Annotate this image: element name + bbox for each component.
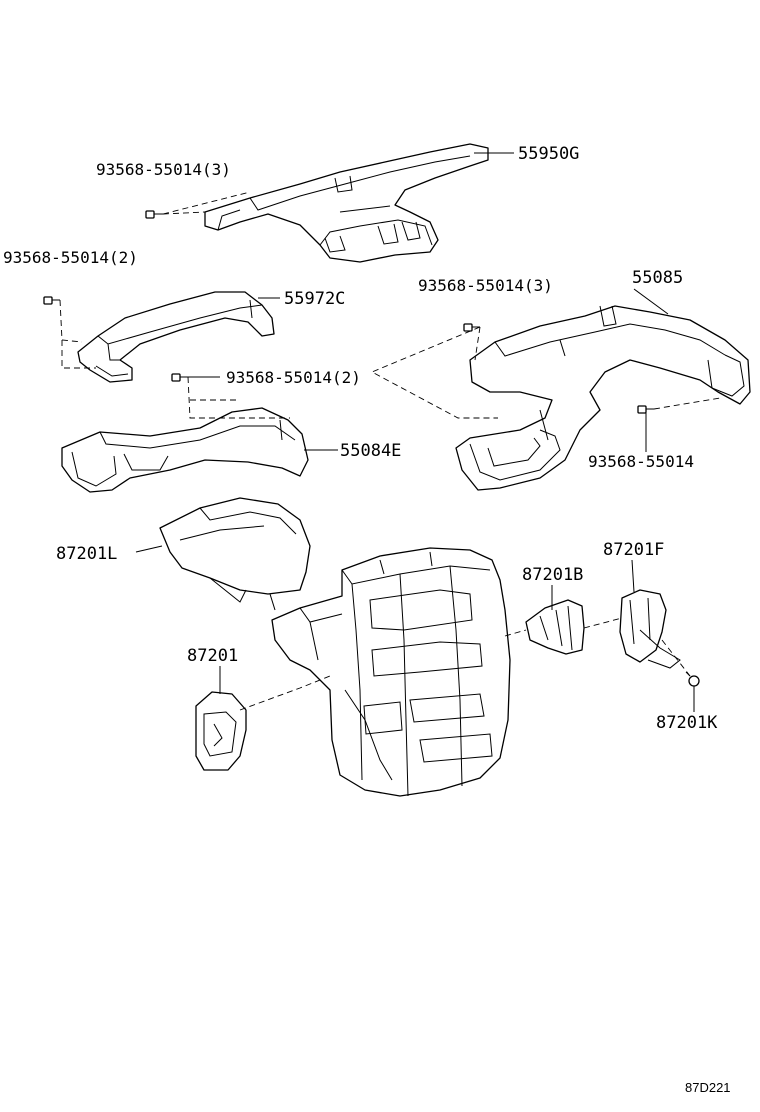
label-87201: 87201 [187, 646, 238, 666]
label-87201l: 87201L [56, 544, 117, 564]
label-93568-55014-3-top: 93568-55014(3) [96, 160, 231, 179]
part-87201-vent[interactable] [195, 691, 247, 771]
part-87201b-vent[interactable] [525, 599, 585, 655]
label-93568-55014-2-mid: 93568-55014(2) [226, 368, 361, 387]
label-87201f: 87201F [603, 540, 664, 560]
label-93568-55014-3-right: 93568-55014(3) [418, 276, 553, 295]
fastener-dashed-lines [59, 191, 721, 711]
part-55972c-duct[interactable] [77, 291, 275, 383]
label-93568-55014: 93568-55014 [588, 452, 694, 471]
screw-icon [171, 373, 188, 382]
leader-lines [135, 152, 695, 712]
part-87201f-vent[interactable] [619, 589, 681, 669]
label-55085: 55085 [632, 268, 683, 288]
part-55950g-duct[interactable] [204, 143, 489, 263]
diagram-ref-code: 87D221 [685, 1080, 731, 1095]
screw-icon [463, 323, 480, 332]
screw-icon [145, 210, 163, 219]
part-87201k-clip[interactable] [685, 671, 700, 690]
heater-unit-assembly[interactable] [271, 547, 511, 797]
screw-icon [637, 405, 654, 414]
label-55972c: 55972C [284, 289, 345, 309]
part-87201l-duct[interactable] [159, 497, 311, 611]
label-87201b: 87201B [522, 565, 583, 585]
label-55950g: 55950G [518, 144, 579, 164]
label-55084e: 55084E [340, 441, 401, 461]
label-87201k: 87201K [656, 713, 718, 733]
part-55085-duct[interactable] [455, 305, 751, 491]
label-93568-55014-2-left: 93568-55014(2) [3, 248, 138, 267]
screw-icon [43, 296, 60, 305]
part-55084e-duct[interactable] [61, 407, 309, 493]
